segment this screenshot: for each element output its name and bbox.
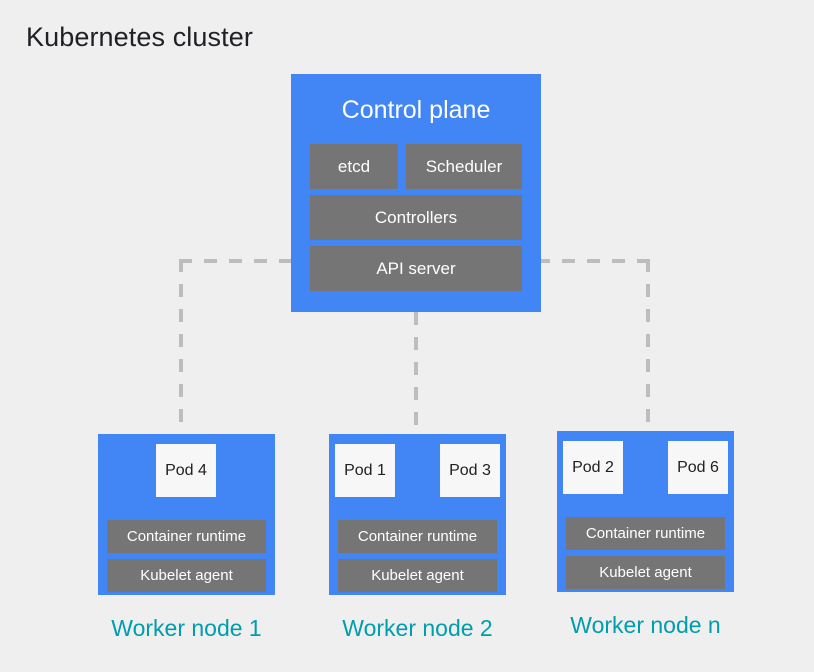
pod-box: Pod 1 bbox=[335, 444, 395, 497]
connector-apiserver-to-worker-n-vertical bbox=[646, 259, 650, 437]
control-plane-component-api-server: API server bbox=[310, 246, 522, 291]
control-plane-component-etcd: etcd bbox=[310, 144, 398, 189]
worker-node-n-container-runtime: Container runtime bbox=[566, 517, 725, 550]
page-title: Kubernetes cluster bbox=[26, 22, 253, 52]
pod-box: Pod 6 bbox=[668, 441, 728, 494]
worker-node-n-kubelet-agent: Kubelet agent bbox=[566, 556, 725, 589]
connector-apiserver-to-worker-1-vertical bbox=[179, 259, 183, 437]
control-plane-component-scheduler: Scheduler bbox=[406, 144, 522, 189]
worker-node-1-container-runtime: Container runtime bbox=[107, 520, 266, 553]
worker-node-1-kubelet-agent: Kubelet agent bbox=[107, 559, 266, 592]
pod-box: Pod 3 bbox=[440, 444, 500, 497]
connector-apiserver-to-worker-n-horizontal bbox=[537, 259, 650, 263]
worker-node-1-label: Worker node 1 bbox=[111, 615, 262, 641]
worker-node-n-box: Pod 2 Pod 6 Container runtime Kubelet ag… bbox=[557, 431, 734, 592]
connector-apiserver-to-worker-2-vertical bbox=[414, 312, 418, 437]
control-plane-title: Control plane bbox=[341, 96, 491, 124]
worker-node-2-label: Worker node 2 bbox=[342, 615, 493, 641]
connector-apiserver-to-worker-1-horizontal bbox=[179, 259, 297, 263]
control-plane-box: Control plane etcd Scheduler Controllers… bbox=[291, 74, 541, 312]
worker-node-2-kubelet-agent: Kubelet agent bbox=[338, 559, 497, 592]
worker-node-1-box: Pod 4 Container runtime Kubelet agent bbox=[98, 434, 275, 595]
worker-node-n-label: Worker node n bbox=[570, 612, 721, 638]
pod-box: Pod 4 bbox=[156, 444, 216, 497]
worker-node-2-box: Pod 1 Pod 3 Container runtime Kubelet ag… bbox=[329, 434, 506, 595]
pod-box: Pod 2 bbox=[563, 441, 623, 494]
worker-node-2-container-runtime: Container runtime bbox=[338, 520, 497, 553]
control-plane-component-controllers: Controllers bbox=[310, 195, 522, 240]
